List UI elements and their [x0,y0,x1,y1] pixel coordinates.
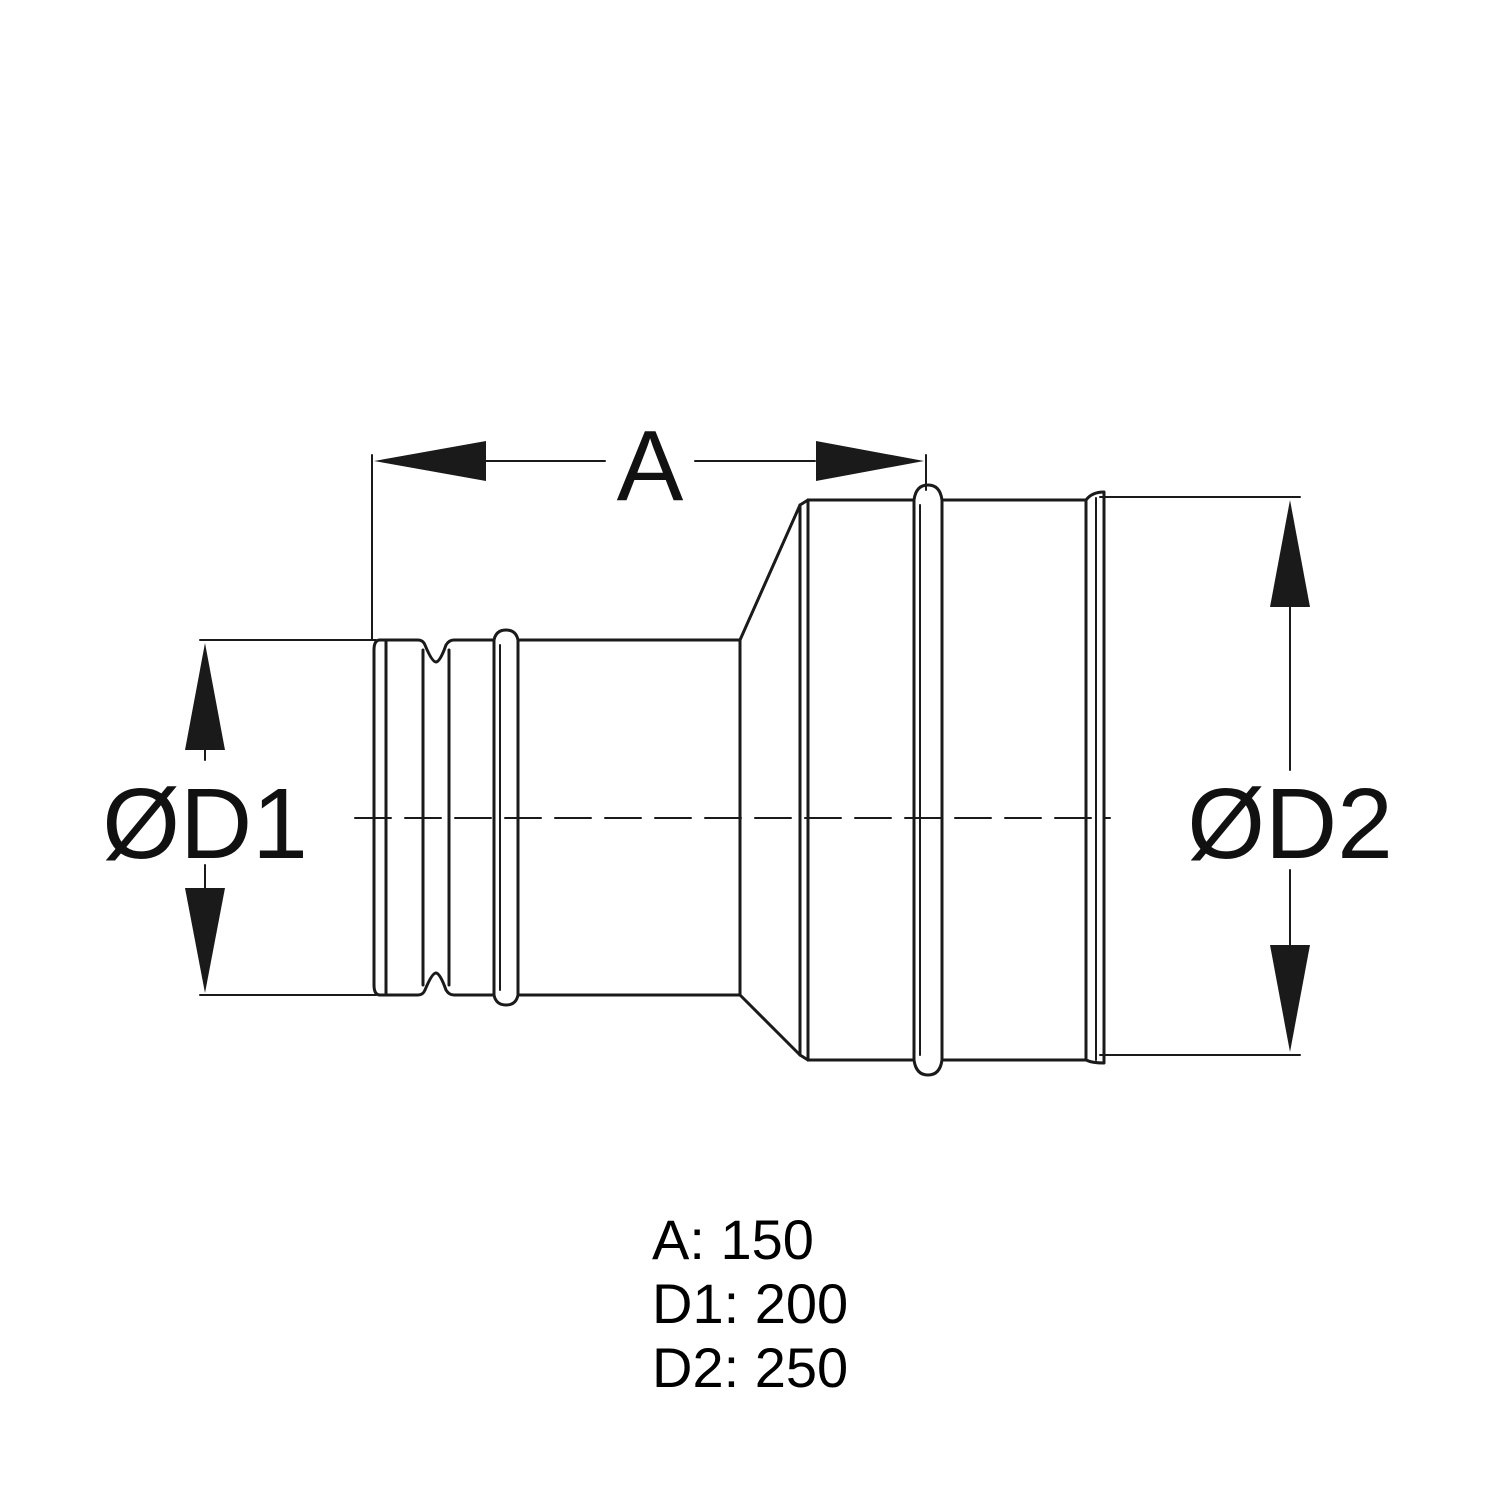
dimension-d2-arrow-down [1270,945,1310,1052]
legend-row-d1: D1: 200 [652,1272,849,1335]
legend-key: A [652,1208,690,1271]
dimension-d1-arrow-down [185,888,225,993]
dimension-legend: A: 150 D1: 200 D2: 250 [652,1208,848,1400]
legend-key: D1 [652,1272,724,1335]
dimension-d1-arrow-up [185,643,225,750]
legend-value: 150 [720,1208,814,1271]
legend-key: D2 [652,1336,724,1399]
legend-value: 200 [754,1272,849,1335]
dimension-label-d1: ØD1 [102,768,308,880]
cone-transition [738,498,810,1062]
dimension-a-arrow-left [374,441,486,481]
small-section-body [372,628,742,1007]
large-section-body [806,483,1106,1077]
legend-row-d2: D2: 250 [652,1336,849,1399]
dimension-a-arrow-right [816,441,924,481]
legend-row-a: A: 150 [652,1208,814,1271]
dimension-label-d2: ØD2 [1187,768,1393,880]
extension-lines [199,454,1301,1056]
legend-value: 250 [754,1336,849,1399]
dimension-d2-arrow-up [1270,500,1310,607]
dimension-label-a: A [617,410,684,522]
